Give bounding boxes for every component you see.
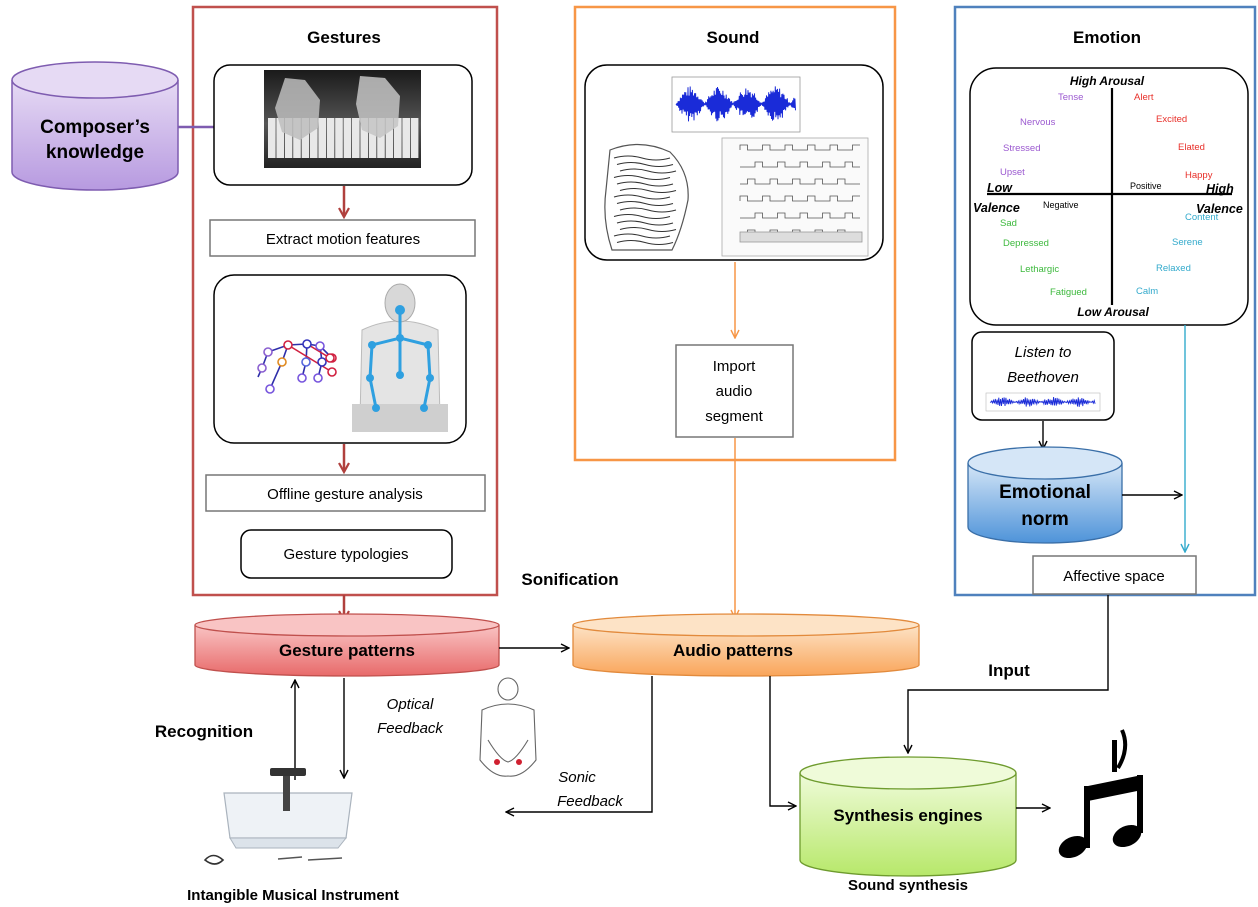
- emotional-norm-database: Emotional norm: [967, 446, 1123, 544]
- valence-arousal-chart-frame: [969, 67, 1249, 326]
- svg-text:norm: norm: [1021, 509, 1069, 530]
- intangible-instrument-image: [203, 768, 353, 865]
- emotion-tense: Tense: [1058, 92, 1083, 103]
- emotion-sad: Sad: [1000, 218, 1017, 229]
- emotion-serene: Serene: [1172, 237, 1203, 248]
- svg-text:Synthesis engines: Synthesis engines: [833, 806, 982, 825]
- emotion-lethargic: Lethargic: [1020, 264, 1059, 275]
- emotion-calm: Calm: [1136, 286, 1158, 297]
- svg-text:Emotional: Emotional: [999, 482, 1091, 503]
- low-arousal-label: Low Arousal: [1077, 305, 1149, 319]
- gesture-typologies-box: [240, 529, 453, 579]
- positive-label: Positive: [1130, 181, 1162, 191]
- extract-motion-features-box: [209, 219, 476, 257]
- listen-label-1: Listen to: [1015, 344, 1072, 361]
- gestures-title: Gestures: [307, 28, 381, 47]
- emotion-upset: Upset: [1000, 167, 1025, 178]
- waveform-image: [671, 76, 801, 133]
- extract-motion-features-label: Extract motion features: [266, 231, 420, 248]
- svg-text:Composer’s: Composer’s: [40, 117, 150, 138]
- emotion-content: Content: [1185, 212, 1219, 223]
- gesture-patterns-database: Gesture patterns: [194, 613, 500, 677]
- import-label-1: Import: [713, 358, 756, 375]
- beethoven-notes-image: [604, 143, 689, 251]
- composers-knowledge-database: Composer’s knowledge: [11, 61, 179, 191]
- music-note-icon: [1058, 729, 1143, 859]
- instrument-label: Intangible Musical Instrument: [187, 887, 399, 904]
- emotion-panel: [953, 5, 1257, 597]
- recognition-label: Recognition: [155, 722, 253, 741]
- sound-synthesis-label: Sound synthesis: [848, 877, 968, 894]
- emotion-to-synthesis-arrow: [908, 595, 1109, 753]
- piano-hands-image: [264, 70, 421, 168]
- hand-skeleton-image: [257, 339, 337, 394]
- score-analysis-image: [721, 137, 869, 257]
- sonic-feedback-label-1: Sonic: [558, 769, 596, 786]
- import-audio-segment-box: [675, 344, 794, 438]
- sound-title: Sound: [707, 28, 760, 47]
- low-valence-label-2: Valence: [973, 201, 1020, 215]
- body-skeleton-image: [352, 283, 448, 432]
- optical-feedback-label-1: Optical: [387, 696, 434, 713]
- gesture-typologies-label: Gesture typologies: [283, 546, 408, 563]
- emotion-happy: Happy: [1185, 170, 1213, 181]
- high-valence-label-1: High: [1206, 182, 1234, 196]
- high-arousal-label: High Arousal: [1070, 74, 1145, 88]
- svg-text:Audio patterns: Audio patterns: [673, 641, 793, 660]
- svg-text:Gesture patterns: Gesture patterns: [279, 641, 415, 660]
- high-valence-label-2: Valence: [1196, 202, 1243, 216]
- listen-label-2: Beethoven: [1007, 369, 1079, 386]
- emotion-nervous: Nervous: [1020, 117, 1056, 128]
- sonic-feedback-label-2: Feedback: [557, 793, 624, 810]
- emotion-relaxed: Relaxed: [1156, 263, 1191, 274]
- synthesis-engines-database: Synthesis engines: [799, 756, 1017, 877]
- affective-space-box: [1032, 555, 1197, 595]
- svg-text:knowledge: knowledge: [46, 142, 144, 163]
- offline-gesture-analysis-label: Offline gesture analysis: [267, 486, 423, 503]
- offline-gesture-analysis-box: [205, 474, 486, 512]
- emotion-stressed: Stressed: [1003, 143, 1041, 154]
- valence-arousal-chart: High Arousal Low Arousal Low Valence Hig…: [973, 74, 1243, 319]
- emotion-depressed: Depressed: [1003, 238, 1049, 249]
- emotion-excited: Excited: [1156, 114, 1187, 125]
- affective-space-label: Affective space: [1063, 568, 1164, 585]
- emotion-elated: Elated: [1178, 142, 1205, 153]
- emotion-fatigued: Fatigued: [1050, 287, 1087, 298]
- sonic-feedback-arrow: [506, 676, 653, 812]
- low-valence-label-1: Low: [987, 181, 1013, 195]
- optical-feedback-label-2: Feedback: [377, 720, 444, 737]
- emotion-alert: Alert: [1134, 92, 1154, 103]
- sonification-label: Sonification: [521, 570, 618, 589]
- person-hands-image: [479, 677, 537, 777]
- input-label: Input: [988, 661, 1030, 680]
- audio-to-synthesis-arrow: [769, 676, 796, 806]
- import-label-3: segment: [705, 408, 763, 425]
- listen-waveform-image: [985, 392, 1101, 412]
- audio-patterns-database: Audio patterns: [572, 613, 920, 677]
- import-label-2: audio: [716, 383, 753, 400]
- negative-label: Negative: [1043, 200, 1079, 210]
- emotion-title: Emotion: [1073, 28, 1141, 47]
